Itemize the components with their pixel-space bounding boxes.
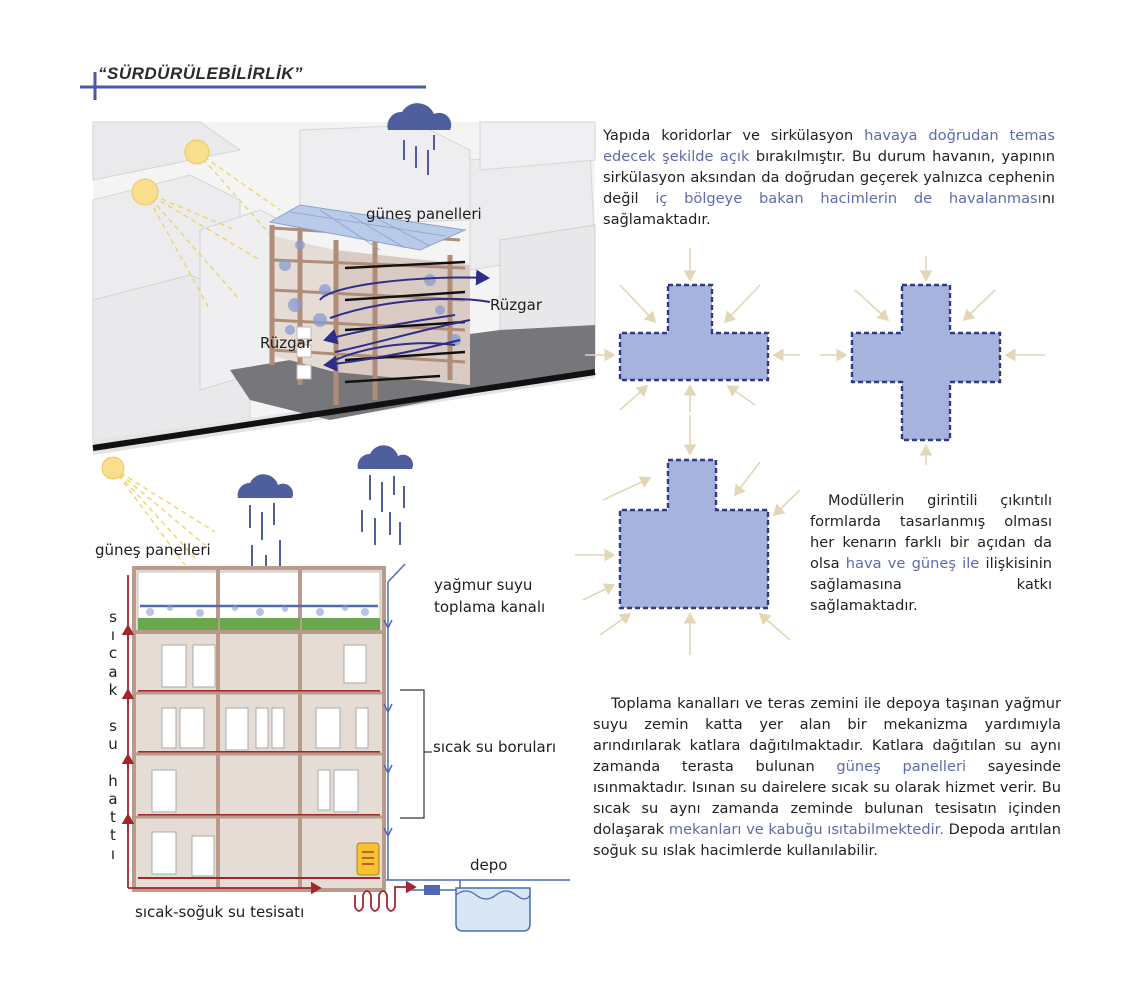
page-title: “SÜRDÜRÜLEBİLİRLİK”: [98, 64, 303, 83]
hot-line-letter: [103, 754, 123, 772]
para3-text-2: sayesinde ısınmaktadır. Isınan su dairel…: [593, 758, 1062, 838]
solar-panel-label: güneş panelleri: [366, 205, 482, 223]
para1-highlight-1: havaya doğrudan temas edecek şekilde açı…: [603, 127, 1055, 165]
paragraph-water-system: Toplama kanalları ve teras zemini ile de…: [593, 693, 1061, 861]
module-t-shape: [585, 248, 800, 412]
hot-line-letter: ı: [110, 626, 116, 645]
section-pump: [410, 880, 461, 895]
hot-line-letter: u: [108, 735, 118, 754]
para3-text-3: Depoda arıtılan soğuk su ıslak hacimlerd…: [593, 821, 1061, 859]
axonometric-cloud: [387, 103, 452, 175]
section-building: [132, 566, 386, 892]
paragraph-ventilation: Yapıda koridorlar ve sirkülasyon havaya …: [603, 125, 1055, 230]
para3-highlight-1: güneş panelleri: [836, 758, 967, 775]
hot-line-letter: a: [108, 662, 118, 681]
gutter-label-line2: toplama kanalı: [434, 598, 546, 616]
axonometric-suns: [131, 139, 281, 311]
title-rule: [80, 72, 426, 100]
section-hot-water-line: [121, 575, 417, 912]
section-water-tank: [455, 887, 531, 932]
module-stepped-shape: [575, 415, 801, 655]
water-system-label: sıcak-soğuk su tesisatı: [135, 903, 305, 921]
para1-text-2: bırakılmıştır. Bu durum havanın, yapının…: [603, 148, 1055, 207]
section-bracket: [400, 689, 432, 819]
hot-line-letter: ı: [110, 844, 116, 863]
para2-highlight-1: hava ve güneş ile: [845, 555, 980, 572]
hot-line-letter: k: [108, 680, 118, 699]
hot-pipes-label: sıcak su boruları: [433, 738, 557, 756]
hot-line-letter: a: [108, 790, 118, 809]
axonometric-wind-arrows: [319, 269, 491, 372]
module-cross-shape: [820, 256, 1045, 465]
section-solar-label: güneş panelleri: [95, 541, 211, 559]
wind-label-right: Rüzgar: [490, 296, 543, 314]
para2-text-1: Modüllerin girintili çıkıntılı formlarda…: [810, 492, 1052, 572]
para3-highlight-2: mekanları ve kabuğu ısıtabilmektedir.: [668, 821, 944, 838]
section-sun: [101, 456, 216, 566]
para1-text-3: nı sağlamaktadır.: [603, 190, 1055, 228]
para1-highlight-2: iç bölgeye bakan hacimlerin de havalanma…: [655, 190, 1042, 207]
hot-line-letter: s: [109, 608, 117, 626]
hot-line-letter: t: [110, 808, 116, 827]
hot-line-letter: s: [109, 717, 117, 736]
hot-line-letter: h: [108, 771, 118, 790]
tank-label: depo: [470, 856, 508, 874]
para3-text-1: Toplama kanalları ve teras zemini ile de…: [593, 695, 1061, 775]
para2-text-2: ilişkisinin sağlamasına katkı sağlamakta…: [810, 555, 1052, 614]
para1-text-1: Yapıda koridorlar ve sirkülasyon: [603, 127, 865, 144]
hot-line-letter: t: [110, 826, 116, 845]
wind-label-left: Rüzgar: [260, 334, 313, 352]
hot-line-letter: c: [108, 644, 118, 663]
gutter-label-line1: yağmur suyu: [434, 576, 533, 594]
section-rainwater-gutter: [383, 563, 570, 881]
hot-line-letter: [103, 699, 123, 717]
axonometric-building: [268, 204, 470, 405]
paragraph-modules: Modüllerin girintili çıkıntılı formlarda…: [810, 490, 1052, 616]
